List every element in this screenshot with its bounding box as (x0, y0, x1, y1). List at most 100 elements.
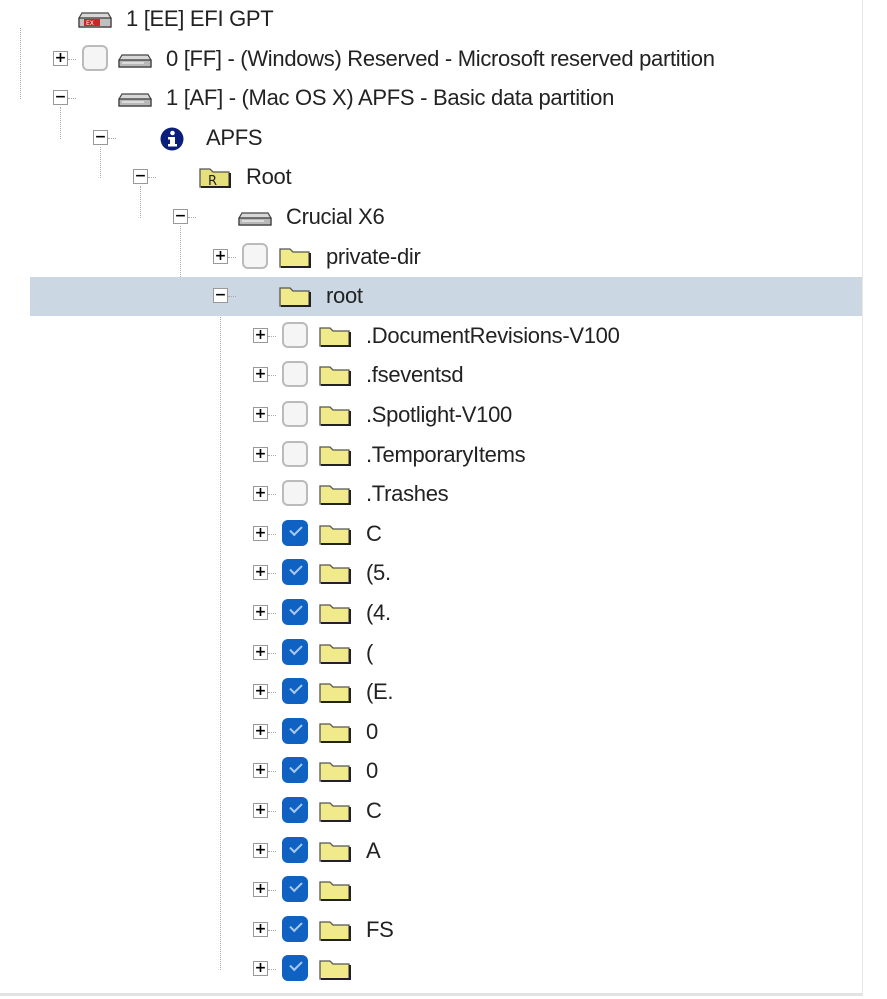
node-label: 0 (366, 758, 378, 784)
tree-node[interactable]: +0 (30, 752, 862, 791)
tree-node[interactable]: + (E. (30, 673, 862, 712)
collapse-icon[interactable]: − (173, 208, 188, 224)
folder-icon (318, 403, 352, 427)
expand-icon[interactable]: + (253, 604, 268, 620)
node-label: .Trashes (366, 481, 449, 507)
tree-connector (268, 771, 276, 773)
tree-node[interactable]: +(5. (30, 554, 862, 593)
tree-node[interactable]: + (30, 871, 862, 910)
node-checkbox[interactable] (282, 401, 308, 427)
node-checkbox[interactable] (282, 876, 308, 903)
tree-connector (268, 692, 276, 694)
expand-icon[interactable]: + (253, 445, 268, 462)
node-checkbox[interactable] (282, 717, 308, 744)
node-checkbox[interactable] (282, 440, 308, 467)
expand-icon[interactable]: + (213, 247, 228, 264)
expand-icon[interactable]: + (253, 485, 268, 502)
expand-icon[interactable]: + (253, 960, 268, 977)
collapse-icon[interactable]: − (93, 128, 108, 145)
node-checkbox[interactable] (82, 84, 108, 110)
node-checkbox[interactable] (282, 638, 308, 665)
expand-icon[interactable]: + (253, 802, 268, 818)
node-checkbox[interactable] (162, 163, 188, 189)
collapse-icon[interactable]: − (133, 168, 148, 185)
expand-icon[interactable]: + (53, 49, 68, 66)
tree-node[interactable]: +C (30, 515, 862, 554)
tree-node[interactable]: +0 [FF] - (Windows) Reserved - Microsoft… (30, 40, 862, 79)
expand-icon[interactable]: + (253, 643, 268, 660)
expand-icon[interactable]: + (253, 722, 268, 739)
tree-node[interactable]: + .fseventsd (30, 356, 862, 395)
tree-connector (268, 613, 276, 614)
tree-connector-line (220, 305, 221, 971)
node-checkbox[interactable] (282, 955, 308, 982)
tree-node[interactable]: −APFS (30, 119, 862, 158)
node-label: .fseventsd (366, 362, 464, 388)
node-checkbox[interactable] (282, 797, 308, 823)
tree-node[interactable]: −Crucial X6 (30, 198, 862, 237)
folder-icon (318, 561, 352, 585)
node-label: A (366, 837, 381, 863)
tree-node[interactable]: + (30, 950, 862, 989)
node-checkbox[interactable] (282, 757, 308, 784)
expand-icon[interactable]: + (253, 762, 268, 779)
node-checkbox[interactable] (242, 242, 268, 269)
expand-icon[interactable]: + (253, 524, 268, 541)
node-label: C (366, 520, 382, 546)
tree-node[interactable]: + .Trashes (30, 475, 862, 514)
tree-node[interactable]: +.Spotlight-V100 (30, 396, 862, 435)
node-checkbox[interactable] (122, 124, 148, 150)
tree-connector-line (100, 146, 101, 179)
node-checkbox[interactable] (282, 559, 308, 586)
folder-icon (318, 641, 352, 665)
tree-connector (268, 929, 276, 931)
node-checkbox[interactable] (282, 599, 308, 625)
tree-node[interactable]: +FS (30, 911, 862, 950)
folder-icon (318, 482, 352, 506)
node-checkbox[interactable] (282, 480, 308, 507)
node-checkbox[interactable] (202, 203, 228, 229)
node-label: C (366, 798, 382, 823)
expand-icon[interactable]: + (253, 683, 268, 700)
drive-icon (118, 86, 152, 110)
tree-node[interactable]: +.DocumentRevisions-V100 (30, 317, 862, 356)
node-checkbox[interactable] (282, 836, 308, 863)
tree-node[interactable]: −1 [AF] - (Mac OS X) APFS - Basic data p… (30, 79, 862, 118)
tree-node[interactable]: +0 (30, 713, 862, 752)
tree-connector (188, 217, 196, 218)
node-checkbox[interactable] (282, 321, 308, 348)
tree-node[interactable]: +.TemporaryItems (30, 436, 862, 475)
tree-node[interactable]: −root (30, 277, 862, 317)
expand-icon[interactable]: + (253, 920, 268, 937)
expand-icon[interactable]: + (253, 406, 268, 422)
folder-icon (318, 918, 352, 942)
collapse-icon[interactable]: − (213, 287, 228, 304)
folder-icon (318, 759, 352, 783)
tree-node[interactable]: +( (30, 634, 862, 673)
tree-connector (228, 256, 236, 258)
node-checkbox[interactable] (242, 282, 268, 308)
node-label: (E. (366, 679, 394, 705)
collapse-icon[interactable]: − (53, 89, 68, 106)
tree-node[interactable]: +private-dir (30, 238, 862, 277)
folder-icon (318, 601, 352, 625)
expand-icon[interactable]: + (253, 564, 268, 581)
expand-icon[interactable]: + (253, 366, 268, 383)
node-checkbox[interactable] (282, 915, 308, 942)
expand-icon[interactable]: + (253, 881, 268, 898)
node-checkbox[interactable] (282, 678, 308, 705)
node-checkbox[interactable] (282, 361, 308, 388)
node-checkbox[interactable] (282, 519, 308, 546)
tree-node[interactable]: +C (30, 792, 862, 831)
node-checkbox[interactable] (82, 44, 108, 71)
node-label: 1 [EE] EFI GPT (126, 6, 274, 31)
expand-icon[interactable]: + (253, 326, 268, 343)
tree-connector (148, 177, 156, 179)
node-checkbox[interactable] (42, 5, 68, 31)
expand-icon[interactable]: + (253, 841, 268, 858)
tree-node[interactable]: +(4. (30, 594, 862, 633)
tree-node[interactable]: +A (30, 832, 862, 871)
